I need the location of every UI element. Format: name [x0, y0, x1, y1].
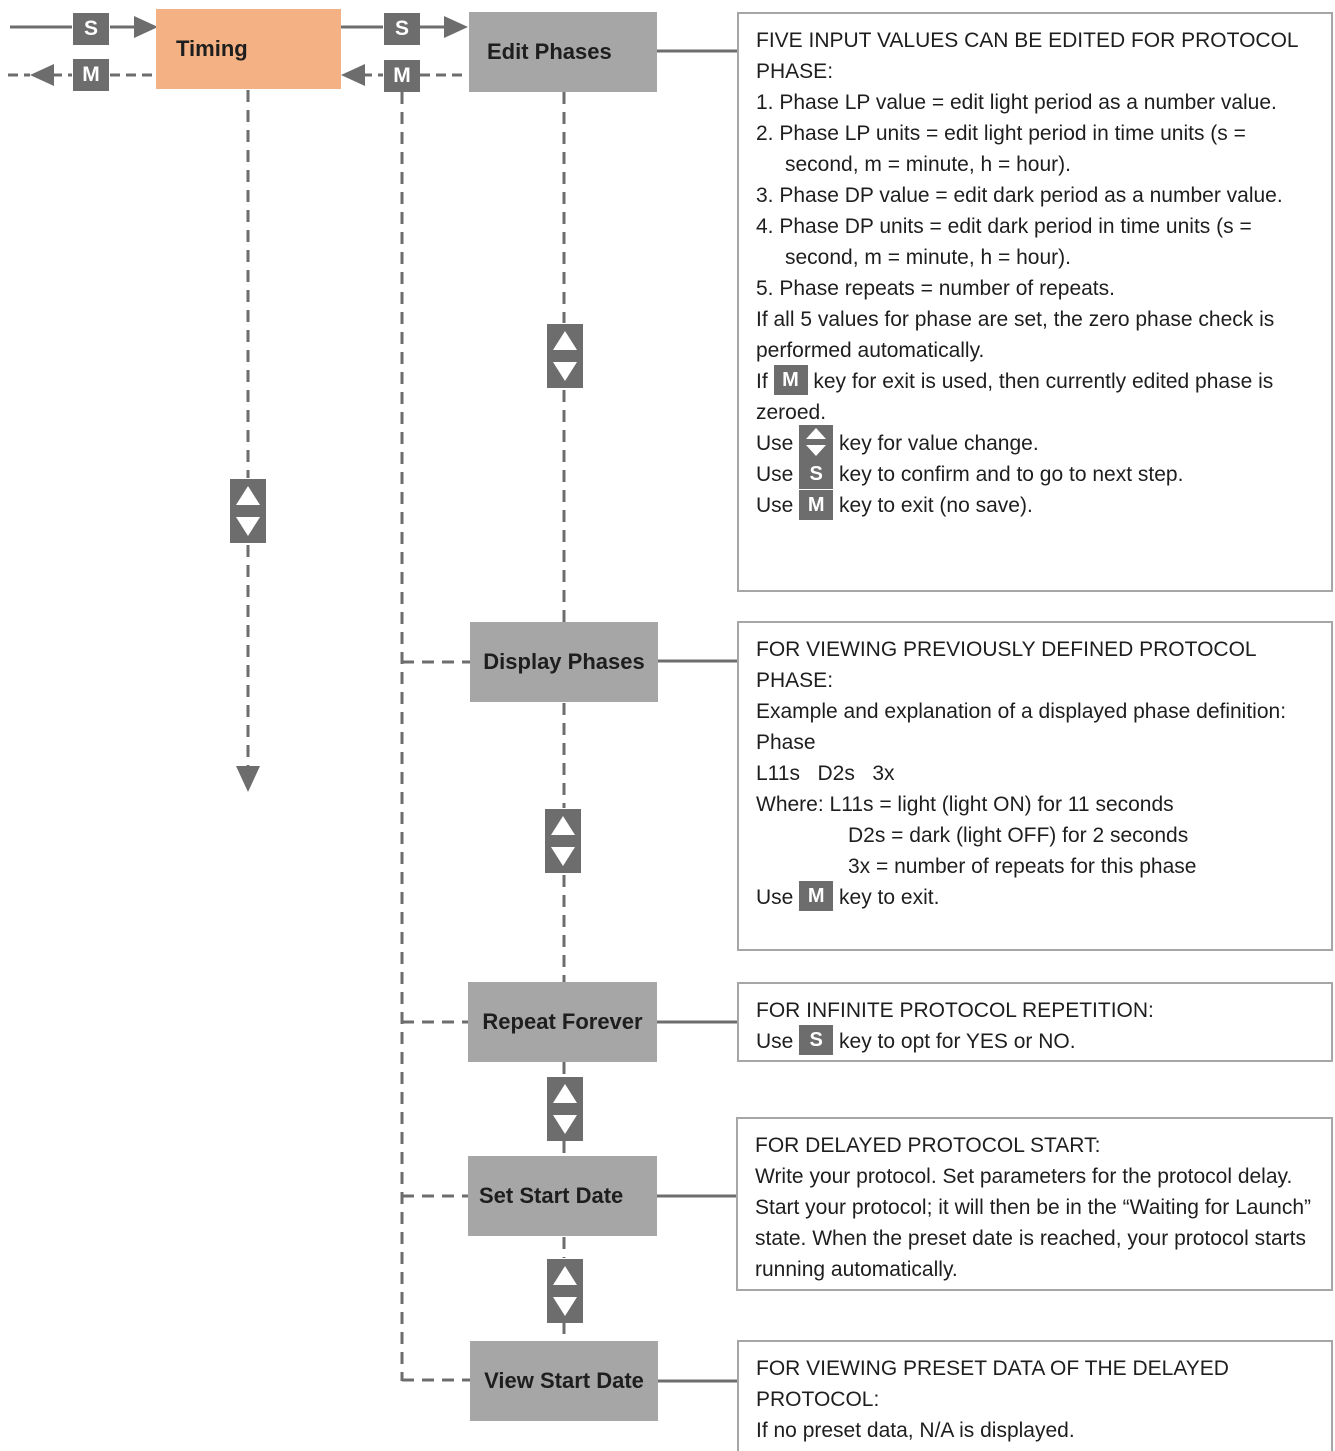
note-line: Where: L11s = light (light ON) for 11 se… [756, 793, 1174, 816]
display-phases-note: FOR VIEWING PREVIOUSLY DEFINED PROTOCOL … [737, 621, 1333, 951]
arrowhead-s-left [134, 16, 158, 38]
view-start-date-note: FOR VIEWING PRESET DATA OF THE DELAYED P… [737, 1340, 1333, 1451]
m-key-icon: M [799, 489, 834, 520]
note-line: L11s D2s 3x [756, 762, 895, 785]
set-start-date-node[interactable]: Set Start Date [468, 1156, 657, 1236]
m-key-icon: M [773, 365, 808, 396]
note-line: Use key for value change. [756, 425, 1321, 460]
edit-phases-node[interactable]: Edit Phases [469, 12, 657, 92]
note-line: FOR VIEWING PREVIOUSLY DEFINED PROTOCOL … [756, 638, 1256, 692]
note-line: Use M key to exit. [756, 881, 1321, 913]
note-line: FOR DELAYED PROTOCOL START: [755, 1134, 1101, 1157]
s-key-icon: S [799, 1025, 834, 1056]
note-line: 4. Phase DP units = edit dark period in … [756, 215, 1252, 269]
updown-key-icon [799, 425, 834, 460]
edit-phases-note: FIVE INPUT VALUES CAN BE EDITED FOR PROT… [737, 12, 1333, 592]
s-key-icon: S [384, 13, 420, 45]
repeat-forever-note: FOR INFINITE PROTOCOL REPETITION: Use S … [737, 982, 1333, 1062]
note-line: Use S key to confirm and to go to next s… [756, 458, 1321, 490]
note-line: If M key for exit is used, then currentl… [756, 365, 1321, 428]
arrowhead-m-left [30, 64, 54, 86]
note-line: FIVE INPUT VALUES CAN BE EDITED FOR PROT… [756, 29, 1298, 83]
updown-key-icon [547, 1077, 583, 1141]
note-line: If no preset data, N/A is displayed. [756, 1419, 1075, 1442]
updown-key-icon [547, 1259, 583, 1323]
arrowhead-timing-down [236, 766, 260, 792]
m-key-icon: M [384, 60, 420, 92]
note-line: Write your protocol. Set parameters for … [755, 1165, 1311, 1281]
arrowhead-s-right [444, 16, 468, 38]
note-line: FOR INFINITE PROTOCOL REPETITION: [756, 999, 1154, 1022]
m-key-icon: M [799, 881, 834, 912]
note-line: 2. Phase LP units = edit light period in… [756, 122, 1246, 176]
m-key-icon: M [73, 59, 109, 91]
note-line: Phase [756, 731, 816, 754]
note-line: Use M key to exit (no save). [756, 489, 1321, 521]
note-line: 3. Phase DP value = edit dark period as … [756, 184, 1283, 207]
note-line: 1. Phase LP value = edit light period as… [756, 91, 1277, 114]
display-phases-node[interactable]: Display Phases [470, 622, 658, 702]
note-line: If all 5 values for phase are set, the z… [756, 308, 1275, 362]
note-line: D2s = dark (light OFF) for 2 seconds [848, 824, 1189, 847]
set-start-date-note: FOR DELAYED PROTOCOL START: Write your p… [736, 1117, 1333, 1291]
note-line: 5. Phase repeats = number of repeats. [756, 277, 1115, 300]
s-key-icon: S [799, 458, 834, 489]
updown-key-icon [230, 479, 266, 543]
note-line: Use S key to opt for YES or NO. [756, 1025, 1321, 1057]
repeat-forever-node[interactable]: Repeat Forever [468, 982, 657, 1062]
updown-key-icon [547, 324, 583, 388]
s-key-icon: S [73, 13, 109, 45]
view-start-date-node[interactable]: View Start Date [470, 1341, 658, 1421]
timing-node[interactable]: Timing [156, 9, 341, 89]
updown-key-icon [545, 809, 581, 873]
note-line: Example and explanation of a displayed p… [756, 700, 1287, 723]
note-line: FOR VIEWING PRESET DATA OF THE DELAYED P… [756, 1357, 1229, 1411]
arrowhead-m-right [341, 64, 365, 86]
note-line: 3x = number of repeats for this phase [848, 855, 1197, 878]
